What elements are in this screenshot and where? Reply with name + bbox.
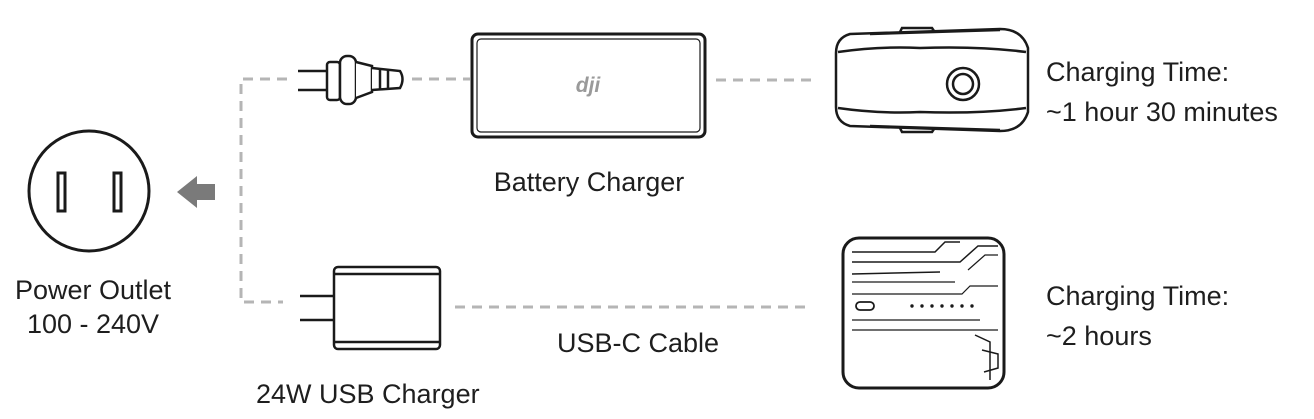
battery-charger-label: Battery Charger	[493, 167, 685, 197]
connection-lines	[239, 77, 815, 309]
battery-charging-time-value: ~1 hour 30 minutes	[1046, 96, 1278, 127]
usb-cable-label: USB-C Cable	[557, 328, 720, 358]
battery-charging-time-label: Charging Time:	[1046, 57, 1230, 87]
usb-charging-time-value: ~2 hours	[1046, 320, 1152, 351]
power-outlet-label: Power Outlet 100 - 240V	[2, 274, 184, 342]
flight-battery-icon	[834, 26, 1030, 134]
aircraft-usb-port-icon	[841, 236, 1006, 390]
battery-charging-time: Charging Time: ~1 hour 30 minutes	[1046, 56, 1278, 130]
outlet-branch-line	[239, 77, 287, 304]
power-outlet-icon	[27, 129, 151, 253]
dji-logo: dji	[576, 74, 602, 97]
power-outlet-voltage: 100 - 240V	[26, 308, 160, 339]
power-outlet-title: Power Outlet	[14, 275, 172, 305]
ac-plug-icon	[298, 54, 404, 106]
battery-charger-icon	[470, 32, 707, 139]
usb-charger-icon	[300, 265, 442, 351]
usb-charging-time: Charging Time: ~2 hours	[1046, 280, 1229, 354]
usb-charger-label: 24W USB Charger	[256, 379, 480, 409]
arrow-left-icon	[177, 176, 215, 208]
usb-charging-time-label: Charging Time:	[1046, 281, 1230, 311]
